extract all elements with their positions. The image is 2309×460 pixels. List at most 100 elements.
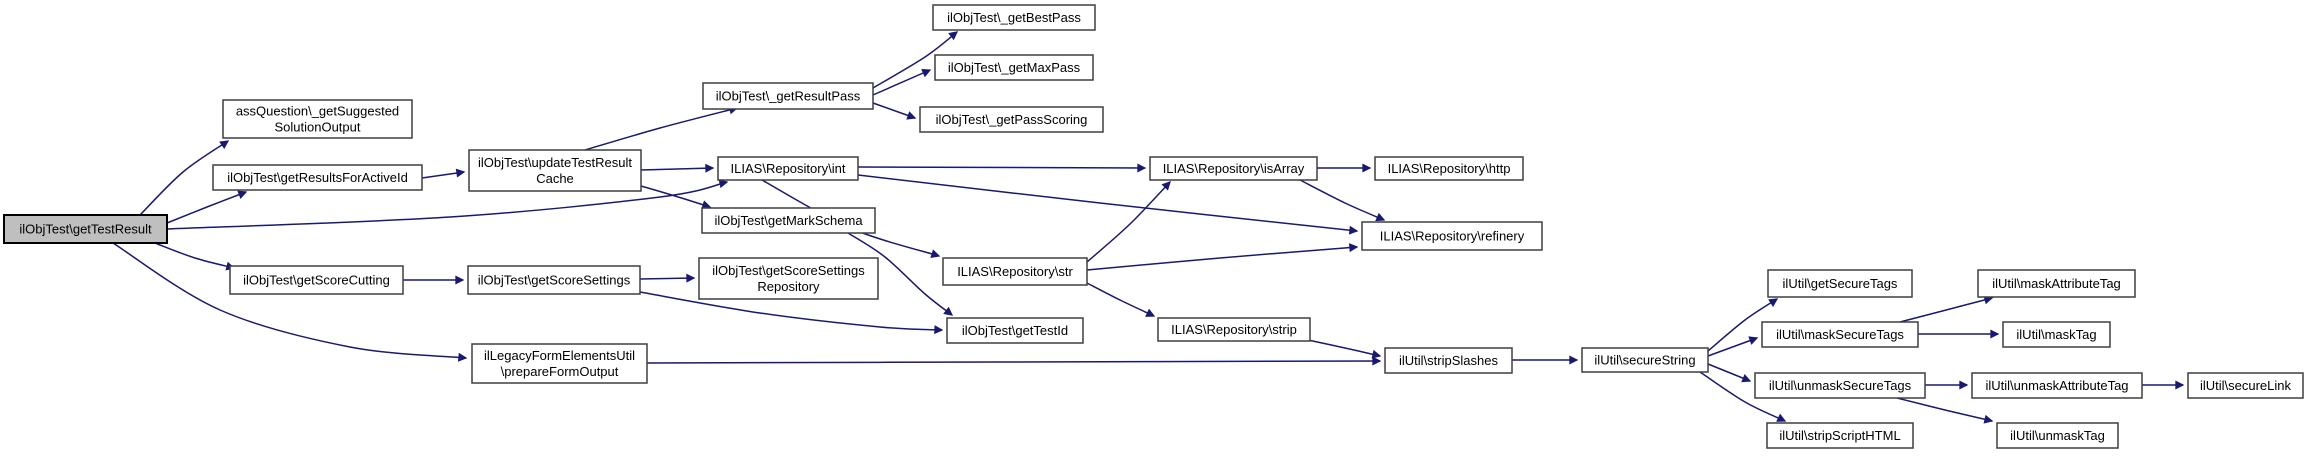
node-box-unmasktag[interactable]: [1996, 422, 2119, 449]
node-box-repository-str[interactable]: [942, 257, 1088, 286]
node-box-securelink[interactable]: [2187, 372, 2304, 399]
edge-updateTestResultCache-to-getResultPass: [584, 105, 739, 151]
node-box-getmaxpass[interactable]: [934, 54, 1094, 81]
node-label-unmasksecuretags: ilUtil\unmaskSecureTags: [1769, 378, 1912, 393]
node-box-getsecuretags[interactable]: [1767, 269, 1913, 298]
node-box-repository-http[interactable]: [1374, 156, 1524, 181]
node-label-repository-http: ILIAS\Repository\http: [1388, 161, 1511, 176]
node-repository-isarray[interactable]: ILIAS\Repository\isArray: [1149, 156, 1318, 181]
node-label-getresultpass: ilObjTest\_getResultPass: [716, 89, 861, 104]
node-box-getbestpass[interactable]: [932, 4, 1096, 31]
edge-repository-str-to-repository-isArray: [1086, 181, 1171, 263]
edge-updateTestResultCache-to-getMarkSchema: [640, 185, 712, 209]
edge-unmaskSecureTags-to-unmaskTag: [1896, 397, 1994, 424]
node-box-getmarkschema[interactable]: [701, 207, 876, 234]
node-box-prepareformoutput[interactable]: [471, 343, 648, 384]
node-label-getresultsforactiveid: ilObjTest\getResultsForActiveId: [227, 170, 408, 185]
node-box-stripscripthtml[interactable]: [1766, 422, 1914, 449]
node-label-maskattributetag: ilUtil\maskAttributeTag: [1992, 276, 2121, 291]
node-masktag[interactable]: ilUtil\maskTag: [2002, 321, 2111, 348]
node-unmasksecuretags[interactable]: ilUtil\unmaskSecureTags: [1754, 372, 1926, 399]
edge-getResultPass-to-getBestPass: [872, 31, 959, 89]
node-label-securelink: ilUtil\secureLink: [2200, 378, 2292, 393]
node-box-getpassscoring[interactable]: [919, 106, 1104, 133]
edge-repository-int-to-repository-isArray: [857, 163, 1147, 173]
node-getscoresettings[interactable]: ilObjTest\getScoreSettings: [467, 265, 641, 295]
node-box-getscoresettings[interactable]: [467, 265, 641, 295]
node-box-getscoresettingsrepository[interactable]: [698, 257, 879, 300]
edges-layer: [112, 31, 2185, 424]
node-repository-strip[interactable]: ILIAS\Repository\strip: [1157, 317, 1311, 342]
node-box-maskattributetag[interactable]: [1977, 269, 2136, 298]
edge-repository-str-to-repository-refinery: [1086, 243, 1359, 271]
node-label-getmaxpass: ilObjTest\_getMaxPass: [948, 60, 1081, 75]
edge-repository-strip-to-stripSlashes: [1307, 339, 1382, 359]
edge-repository-int-to-repository-refinery: [857, 174, 1359, 235]
node-box-repository-isarray[interactable]: [1149, 156, 1318, 181]
node-label-securestring: ilUtil\secureString: [1594, 353, 1695, 368]
node-stripslashes[interactable]: ilUtil\stripSlashes: [1384, 347, 1513, 374]
node-label-getscoresettings: ilObjTest\getScoreSettings: [478, 273, 631, 288]
node-box-gettestresult[interactable]: [3, 214, 168, 244]
node-getscorecutting[interactable]: ilObjTest\getScoreCutting: [229, 265, 404, 295]
node-gettestid[interactable]: ilObjTest\getTestId: [946, 317, 1084, 344]
node-getsecuretags[interactable]: ilUtil\getSecureTags: [1767, 269, 1913, 298]
node-box-repository-int[interactable]: [717, 156, 859, 181]
node-box-stripslashes[interactable]: [1384, 347, 1513, 374]
node-unmaskattributetag[interactable]: ilUtil\unmaskAttributeTag: [1971, 372, 2143, 399]
node-box-updatetestresultcache[interactable]: [468, 149, 642, 192]
node-box-unmaskattributetag[interactable]: [1971, 372, 2143, 399]
edge-secureString-to-getSecureTags: [1707, 298, 1779, 352]
node-getbestpass[interactable]: ilObjTest\_getBestPass: [932, 4, 1096, 31]
edge-getResultPass-to-getPassScoring: [872, 102, 917, 120]
node-box-getsuggestedsolutionoutput[interactable]: [222, 99, 413, 139]
node-unmasktag[interactable]: ilUtil\unmaskTag: [1996, 422, 2119, 449]
node-label-repository-str: ILIAS\Repository\str: [957, 264, 1073, 279]
node-masksecuretags[interactable]: ilUtil\maskSecureTags: [1761, 321, 1919, 348]
node-getresultpass[interactable]: ilObjTest\_getResultPass: [702, 82, 874, 110]
node-stripscripthtml[interactable]: ilUtil\stripScriptHTML: [1766, 422, 1914, 449]
edge-updateTestResultCache-to-repository-int: [640, 163, 715, 173]
node-label-repository-int: ILIAS\Repository\int: [731, 161, 846, 176]
node-label-stripscripthtml: ilUtil\stripScriptHTML: [1779, 428, 1900, 443]
node-box-repository-strip[interactable]: [1157, 317, 1311, 342]
node-label-unmaskattributetag: ilUtil\unmaskAttributeTag: [1985, 378, 2128, 393]
node-box-gettestid[interactable]: [946, 317, 1084, 344]
node-box-getresultpass[interactable]: [702, 82, 874, 110]
edge-secureString-to-maskSecureTags: [1707, 336, 1759, 357]
node-repository-refinery[interactable]: ILIAS\Repository\refinery: [1361, 221, 1543, 251]
edge-getScoreSettings-to-getTestId: [639, 291, 944, 335]
node-securelink[interactable]: ilUtil\secureLink: [2187, 372, 2304, 399]
node-securestring[interactable]: ilUtil\secureString: [1581, 347, 1709, 373]
node-label-gettestid: ilObjTest\getTestId: [962, 323, 1068, 338]
edge-repository-isArray-to-repository-refinery: [1299, 179, 1386, 222]
node-prepareformoutput[interactable]: ilLegacyFormElementsUtil\prepareFormOutp…: [471, 343, 648, 384]
node-box-repository-refinery[interactable]: [1361, 221, 1543, 251]
node-box-masksecuretags[interactable]: [1761, 321, 1919, 348]
node-getmaxpass[interactable]: ilObjTest\_getMaxPass: [934, 54, 1094, 81]
node-box-unmasksecuretags[interactable]: [1754, 372, 1926, 399]
node-getresultsforactiveid[interactable]: ilObjTest\getResultsForActiveId: [212, 164, 423, 191]
node-box-masktag[interactable]: [2002, 321, 2111, 348]
edge-getTestResult-to-getScoreCutting: [154, 242, 236, 271]
node-gettestresult[interactable]: ilObjTest\getTestResult: [3, 214, 168, 244]
edge-getTestResult-to-repository-int: [166, 179, 729, 230]
node-box-getscorecutting[interactable]: [229, 265, 404, 295]
node-label-repository-isarray: ILIAS\Repository\isArray: [1163, 161, 1305, 176]
node-box-securestring[interactable]: [1581, 347, 1709, 373]
node-repository-str[interactable]: ILIAS\Repository\str: [942, 257, 1088, 286]
node-getpassscoring[interactable]: ilObjTest\_getPassScoring: [919, 106, 1104, 133]
node-label-prepareformoutput: ilLegacyFormElementsUtil\prepareFormOutp…: [484, 348, 635, 379]
node-repository-int[interactable]: ILIAS\Repository\int: [717, 156, 859, 181]
node-box-getresultsforactiveid[interactable]: [212, 164, 423, 191]
node-label-getsecuretags: ilUtil\getSecureTags: [1783, 276, 1898, 291]
node-repository-http[interactable]: ILIAS\Repository\http: [1374, 156, 1524, 181]
node-getmarkschema[interactable]: ilObjTest\getMarkSchema: [701, 207, 876, 234]
node-maskattributetag[interactable]: ilUtil\maskAttributeTag: [1977, 269, 2136, 298]
edge-getResultPass-to-getMaxPass: [872, 68, 932, 96]
